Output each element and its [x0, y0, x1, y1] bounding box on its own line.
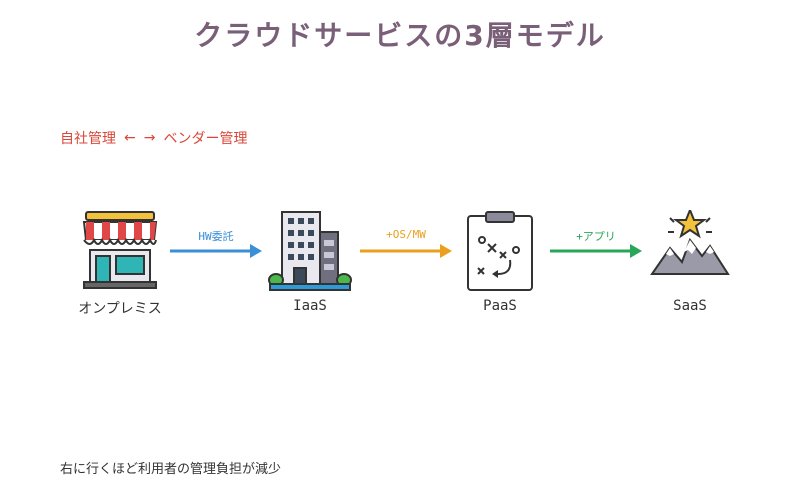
- node-paas: PaaS: [440, 210, 560, 314]
- arrow-right-icon: [550, 244, 642, 258]
- legend-arrow-right: →: [143, 130, 156, 146]
- office-building-icon: [268, 211, 352, 291]
- node-iaas: IaaS: [250, 210, 370, 314]
- arrow-label-app: +アプリ: [576, 230, 616, 243]
- footer-note: 右に行くほど利用者の管理負担が減少: [60, 462, 282, 477]
- node-label-paas: PaaS: [483, 298, 517, 314]
- legend-self-managed: 自社管理: [60, 131, 116, 147]
- arrow-os-mw: +OS/MW: [358, 228, 454, 262]
- node-label-iaas: IaaS: [293, 298, 327, 314]
- arrow-label-hw: HW委託: [198, 230, 234, 243]
- page-title: クラウドサービスの3層モデル: [194, 19, 606, 52]
- mountain-peak-star-icon: [650, 210, 730, 275]
- storefront-icon: [82, 211, 158, 289]
- node-label-on-premises: オンプレミス: [78, 301, 162, 317]
- arrow-right-icon: [360, 244, 452, 258]
- legend-vendor-managed: ベンダー管理: [163, 131, 248, 147]
- node-on-premises: オンプレミス: [60, 210, 180, 318]
- arrow-app: +アプリ: [548, 228, 644, 262]
- node-label-saas: SaaS: [673, 298, 707, 314]
- responsibility-legend: 自社管理 ← → ベンダー管理: [60, 128, 247, 148]
- arrow-hw: HW委託: [168, 228, 264, 262]
- arrow-right-icon: [170, 244, 262, 258]
- arrow-label-os-mw: +OS/MW: [386, 228, 426, 241]
- node-saas: SaaS: [630, 210, 750, 314]
- legend-arrow-left: ←: [124, 130, 136, 146]
- clipboard-strategy-icon: [467, 211, 533, 291]
